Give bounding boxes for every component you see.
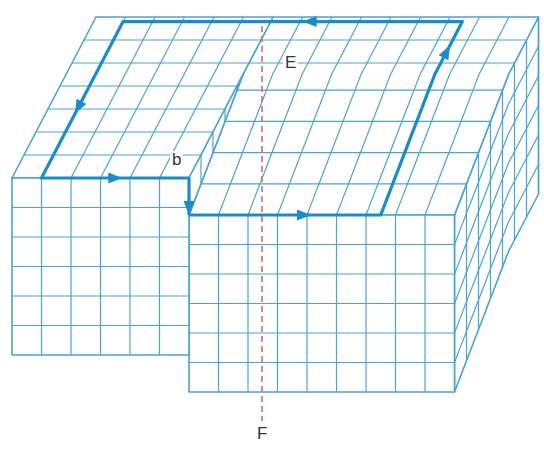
lattice-line [12, 207, 189, 208]
lattice-line [36, 131, 213, 132]
lattice-line [189, 244, 455, 245]
circuit-arrow [108, 173, 122, 184]
lattice-line [225, 121, 491, 122]
lattice-line [200, 155, 201, 184]
dislocation-line [261, 26, 263, 421]
lattice-line [12, 295, 189, 296]
lattice-line [212, 132, 213, 153]
circuit-path [42, 22, 463, 215]
lattice-line [396, 17, 480, 215]
lattice-line [213, 152, 479, 153]
lattice-line [60, 85, 237, 86]
burgers-vector-label: b [170, 151, 183, 169]
lattice-line [12, 325, 189, 326]
burgers-circuit [42, 16, 463, 220]
lattice-line [84, 39, 261, 40]
lattice-block [12, 17, 539, 392]
lattice-line [189, 362, 455, 363]
dislocation-end-label: F [255, 425, 269, 443]
lattice-line [189, 332, 455, 333]
lattice-line [224, 109, 225, 121]
block-face [189, 75, 243, 216]
lattice-line [189, 303, 455, 304]
lattice-line [366, 17, 450, 215]
lattice-line [189, 273, 455, 274]
lattice-line [12, 236, 189, 237]
block-face [12, 178, 189, 355]
circuit-arrow [75, 99, 86, 114]
circuit-arrow [303, 16, 317, 27]
lattice-line [307, 17, 391, 215]
block-face [189, 215, 455, 392]
lattice-line [248, 17, 332, 215]
lattice-line [425, 17, 509, 215]
lattice-line [48, 108, 225, 109]
lattice-line [12, 266, 189, 267]
lattice-line [72, 62, 249, 63]
dislocation-end-label: E [283, 54, 298, 72]
circuit-arrow [297, 210, 311, 221]
lattice-line [278, 17, 362, 215]
circuit-arrow [184, 201, 195, 215]
lattice-line [337, 17, 421, 215]
circuit-arrow [439, 45, 450, 60]
lattice-line [237, 90, 503, 91]
lattice-line [261, 39, 527, 40]
lattice-line [236, 86, 237, 90]
lattice-line [201, 183, 467, 184]
